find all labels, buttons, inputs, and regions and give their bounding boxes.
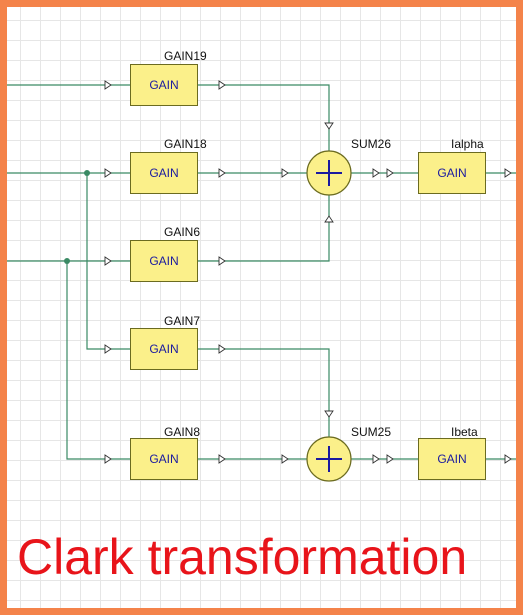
port-gain19-in [104,80,112,90]
port-sum25-in-top [324,410,334,418]
gain18-label: GAIN18 [164,137,207,151]
wire-gain19-to-sum26 [198,84,330,151]
wire-gain7-to-sum25 [198,348,330,437]
sum26-block[interactable] [306,150,352,196]
port-ibeta-in [386,454,394,464]
junction-dot [84,170,90,176]
wire-branch-to-gain7 [86,173,130,350]
wiring-layer [7,80,516,482]
port-sum26-in-left [281,168,289,178]
junction-dot [64,258,70,264]
sum25-block[interactable] [306,436,352,482]
gain8-label: GAIN8 [164,425,201,439]
gain6-block[interactable]: GAIN [130,240,198,282]
wire-gain6-to-sum26 [198,195,330,262]
port-sum26-in-top [324,122,334,130]
port-gain6-in [104,256,112,266]
gain18-block[interactable]: GAIN [130,152,198,194]
sum26-label: SUM26 [351,137,392,151]
port-sum26-out [372,168,380,178]
port-gain8-in [104,454,112,464]
port-ibeta-out [504,454,512,464]
gain19-label: GAIN19 [164,49,207,63]
ibeta-label: Ibeta [451,425,478,439]
caption-title: Clark transformation [17,529,468,585]
gain7-label: GAIN7 [164,314,201,328]
sum25-label: SUM25 [351,425,392,439]
gain7-block[interactable]: GAIN [130,328,198,370]
ialpha-block[interactable]: GAIN [418,152,486,194]
wire-branch-to-gain8 [66,261,130,460]
port-gain18-out [218,168,226,178]
port-sum25-in-left [281,454,289,464]
port-gain6-out [218,256,226,266]
port-ialpha-out [504,168,512,178]
ibeta-block[interactable]: GAIN [418,438,486,480]
gain8-block[interactable]: GAIN [130,438,198,480]
port-ialpha-in [386,168,394,178]
ialpha-label: Ialpha [451,137,484,151]
port-sum25-out [372,454,380,464]
port-sum26-in-bottom [324,215,334,223]
port-gain8-out [218,454,226,464]
gain19-block[interactable]: GAIN [130,64,198,106]
port-gain7-in [104,344,112,354]
port-gain19-out [218,80,226,90]
port-gain18-in [104,168,112,178]
gain6-label: GAIN6 [164,225,201,239]
port-gain7-out [218,344,226,354]
